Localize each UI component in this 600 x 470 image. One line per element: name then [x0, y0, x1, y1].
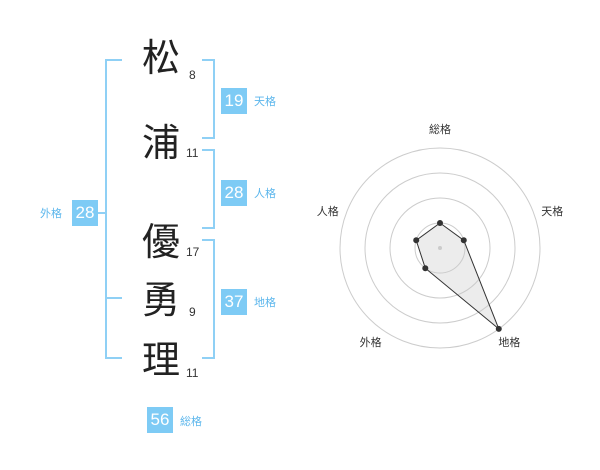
- radar-axis-label-3: 外格: [359, 336, 382, 350]
- radar-center: [438, 246, 442, 250]
- radar-axis-label-0: 総格: [429, 123, 451, 136]
- radar-ring-3: [364, 172, 516, 324]
- gaikaku-bracket: [105, 59, 122, 359]
- stroke-count-2: 11: [186, 146, 199, 160]
- chikaku-value: 37: [221, 289, 247, 315]
- radar-point-0: [437, 220, 443, 226]
- radar-ring-4: [339, 147, 541, 349]
- radar-point-1: [460, 237, 467, 244]
- soukaku-label: 総格: [180, 415, 202, 428]
- stroke-count-4: 9: [189, 305, 196, 319]
- tenkaku-bracket: [202, 59, 215, 139]
- radar-axis-label-4: 人格: [316, 204, 339, 218]
- radar-ring-2: [389, 197, 491, 299]
- tenkaku-value: 19: [221, 88, 247, 114]
- chikaku-label: 地格: [254, 296, 276, 309]
- name-char-4: 勇: [141, 278, 180, 322]
- stroke-count-3: 17: [186, 245, 200, 259]
- name-char-3: 優: [141, 220, 180, 264]
- name-char-2: 浦: [141, 121, 180, 165]
- gaikaku-label: 外格: [40, 207, 62, 220]
- tenkaku-label: 天格: [254, 95, 276, 108]
- soukaku-value: 56: [147, 407, 173, 433]
- radar-point-4: [413, 237, 420, 244]
- jinkaku-label: 人格: [254, 187, 276, 200]
- name-char-5: 理: [141, 338, 180, 382]
- jinkaku-value: 28: [221, 180, 247, 206]
- jinkaku-bracket: [202, 149, 215, 229]
- chikaku-bracket: [202, 239, 215, 359]
- name-char-1: 松: [141, 36, 180, 80]
- stroke-count-5: 11: [186, 366, 199, 380]
- stroke-count-1: 8: [189, 68, 196, 82]
- radar-axis-label-1: 天格: [541, 204, 564, 218]
- gaikaku-value: 28: [72, 200, 98, 226]
- radar-series: [413, 220, 502, 332]
- radar-point-2: [495, 325, 502, 332]
- radar-rings: [339, 147, 541, 349]
- radar-series-polygon: [415, 222, 500, 330]
- radar-axis-label-2: 地格: [498, 336, 521, 350]
- radar-point-3: [422, 265, 429, 272]
